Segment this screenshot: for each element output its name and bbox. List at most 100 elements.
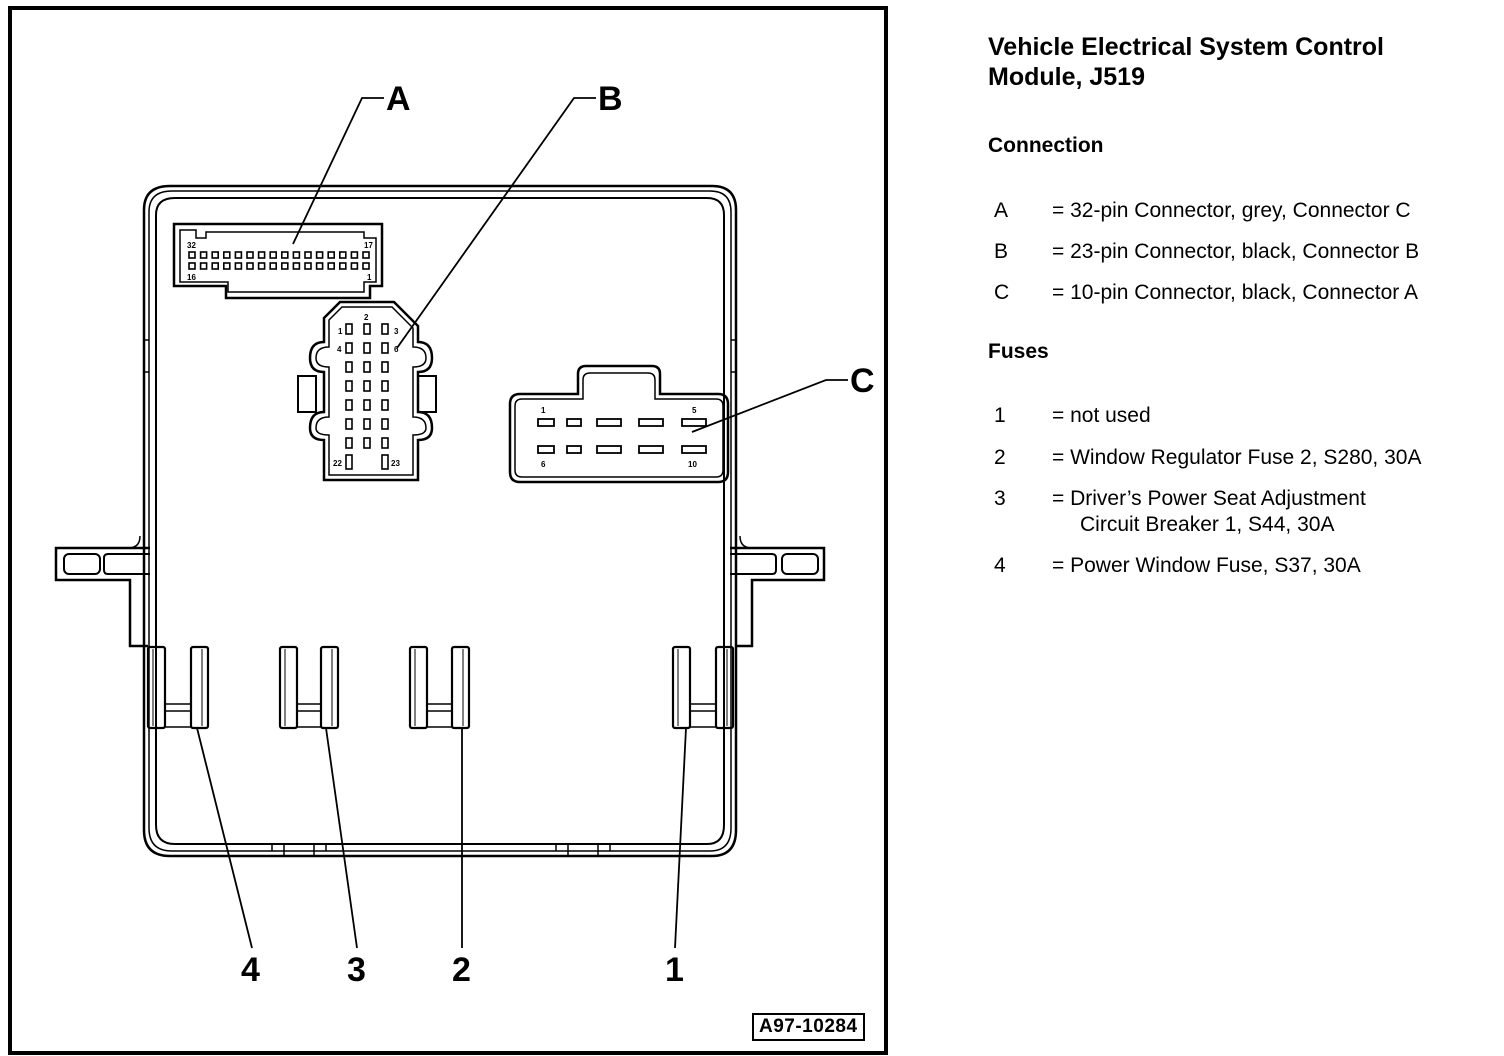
callout-b: B: [598, 80, 623, 118]
leader-3: [325, 727, 358, 949]
connector-b-pin: [381, 323, 389, 335]
connector-b-pin: [363, 418, 371, 430]
page-title: Vehicle Electrical System Control Module…: [988, 32, 1498, 92]
connector-c-pin: [537, 445, 555, 454]
fuse-prong: [714, 645, 735, 730]
item-value: = 10-pin Connector, black, Connector A: [1052, 281, 1418, 304]
connector-b-pin-label-22: 22: [333, 459, 342, 468]
connector-b-pin: [363, 361, 371, 373]
connector-c-pin-label-1: 1: [541, 406, 546, 415]
fuses-heading: Fuses: [988, 340, 1049, 363]
left-mounting-tab: [54, 535, 150, 648]
connection-section: Connection A = 32-pin Connector, grey, C…: [988, 134, 1419, 304]
connector-a-pin: [292, 262, 301, 270]
fuse-slot-1: [671, 645, 735, 730]
connector-b-pin: [363, 437, 371, 449]
item-key: A: [994, 199, 1009, 222]
connector-a-pin: [315, 251, 324, 259]
leader-c: [691, 379, 848, 433]
item-key: 2: [994, 446, 1006, 469]
fuse-prong: [450, 645, 471, 730]
connection-heading: Connection: [988, 134, 1104, 157]
connector-c-pin: [681, 418, 707, 427]
connector-b-pin: [381, 437, 389, 449]
item-value: = Power Window Fuse, S37, 30A: [1052, 554, 1361, 577]
connector-b-pin-label-23: 23: [391, 459, 400, 468]
connector-b-pin-label-4: 4: [337, 345, 342, 354]
item-value: = Window Regulator Fuse 2, S280, 30A: [1052, 446, 1422, 469]
connector-a-pin: [199, 251, 208, 259]
connector-a-pin: [257, 251, 266, 259]
connector-b-pin: [381, 380, 389, 392]
connector-b-pin: [345, 323, 353, 335]
item-value: = not used: [1052, 404, 1151, 427]
item-key: 1: [994, 404, 1006, 427]
connector-b-pin: [345, 361, 353, 373]
callout-fuse-4: 4: [241, 951, 260, 989]
connector-c-pin: [566, 445, 582, 454]
connector-c: 1 5 6 10: [508, 364, 730, 484]
item-value: = Driver’s Power Seat Adjustment: [1052, 487, 1366, 510]
connector-c-pin: [638, 418, 664, 427]
callout-fuse-3: 3: [347, 951, 366, 989]
fuse-prong: [319, 645, 340, 730]
connector-a-pin: [269, 262, 278, 270]
callout-c: C: [850, 362, 875, 400]
connector-a-pin: [234, 262, 243, 270]
connector-a-pin: [211, 262, 219, 270]
connector-c-pin: [596, 445, 622, 454]
connector-a-pin: [280, 251, 289, 259]
connector-c-pin-label-5: 5: [692, 406, 697, 415]
connector-a-pin-label-17: 17: [364, 241, 373, 250]
callout-fuse-1: 1: [665, 951, 684, 989]
connector-a-pin: [246, 262, 254, 270]
connector-b-pin: [345, 437, 353, 449]
fuse-prong: [146, 645, 167, 730]
fuse-prong: [671, 645, 692, 730]
item-value: = 23-pin Connector, black, Connector B: [1052, 240, 1420, 263]
title-line-2: Module, J519: [988, 63, 1145, 91]
connector-a-pin: [246, 251, 254, 259]
connector-a-pin: [188, 251, 196, 259]
leader-1: [674, 727, 687, 949]
connector-a-pin-label-32: 32: [187, 241, 196, 250]
connector-c-pins: [537, 418, 707, 454]
connector-b-pin-label-3: 3: [394, 327, 399, 336]
connector-c-pin: [566, 418, 582, 427]
connector-a-pin: [327, 262, 336, 270]
connector-a-pin: [304, 262, 312, 270]
legend: Vehicle Electrical System Control Module…: [988, 32, 1498, 577]
item-value: = 32-pin Connector, grey, Connector C: [1052, 199, 1411, 222]
connector-b: 1 2 3 4 6 22 23: [297, 300, 437, 482]
item-key: 3: [994, 487, 1006, 510]
connector-b-pin: [381, 454, 389, 470]
connector-b-pins: [345, 323, 389, 470]
connector-a-pin: [223, 262, 231, 270]
connector-b-pin: [381, 418, 389, 430]
connector-a-pin: [350, 251, 359, 259]
figure-frame: [8, 6, 888, 1055]
connector-a-pin: [362, 262, 370, 270]
fuse-slot-2: [408, 645, 471, 730]
callout-fuse-2: 2: [452, 951, 471, 989]
callout-a: A: [386, 80, 411, 118]
leader-b: [396, 97, 596, 349]
connector-a: 32 17 16 1: [172, 222, 384, 300]
connector-a-pin: [338, 251, 347, 259]
connector-b-pin: [345, 380, 353, 392]
connector-b-pin: [381, 361, 389, 373]
item-key: 4: [994, 554, 1006, 577]
connector-b-pin: [345, 342, 353, 354]
connector-a-pin: [199, 262, 208, 270]
connector-b-pin: [363, 342, 371, 354]
connector-a-pins: [188, 251, 370, 270]
connector-c-pin: [681, 445, 707, 454]
connector-c-pin: [537, 418, 555, 427]
connector-a-pin: [327, 251, 336, 259]
connector-c-pin-label-10: 10: [688, 460, 697, 469]
connector-a-pin: [188, 262, 196, 270]
connector-b-pin: [381, 342, 389, 354]
item-key: B: [994, 240, 1009, 263]
connector-a-pin: [211, 251, 219, 259]
connector-a-pin-label-1: 1: [367, 273, 372, 282]
